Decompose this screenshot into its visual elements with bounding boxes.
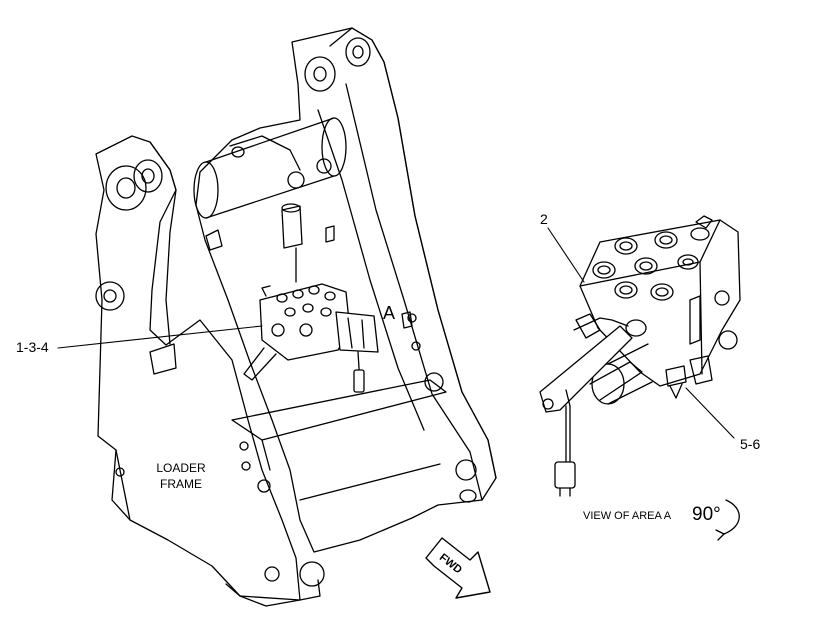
loader-frame-label: LOADER FRAME xyxy=(146,460,216,492)
area-a-marker: A xyxy=(383,303,396,323)
leader-2 xyxy=(547,227,585,283)
callout-1-3-4: 1-3-4 xyxy=(16,339,49,355)
loader-frame-label-line1: LOADER xyxy=(156,461,206,475)
forward-arrow-icon xyxy=(425,537,491,599)
callout-5-6: 5-6 xyxy=(740,436,761,452)
rotation-90-label: 90° xyxy=(692,504,721,525)
installed-valve-drawing xyxy=(243,283,379,393)
control-valve-detail-drawing xyxy=(539,215,741,497)
rotation-arrowhead xyxy=(715,529,725,541)
area-a-indicator xyxy=(401,311,413,329)
rotation-arrow-icon xyxy=(723,499,740,535)
view-of-area-a-caption: VIEW OF AREA A xyxy=(583,510,672,522)
loader-frame-label-line2: FRAME xyxy=(160,477,202,491)
leader-1-3-4 xyxy=(57,325,263,349)
loader-frame-drawing xyxy=(95,27,497,607)
callout-2: 2 xyxy=(540,211,548,227)
leader-5-6 xyxy=(685,387,735,439)
leader-lines xyxy=(57,227,735,439)
